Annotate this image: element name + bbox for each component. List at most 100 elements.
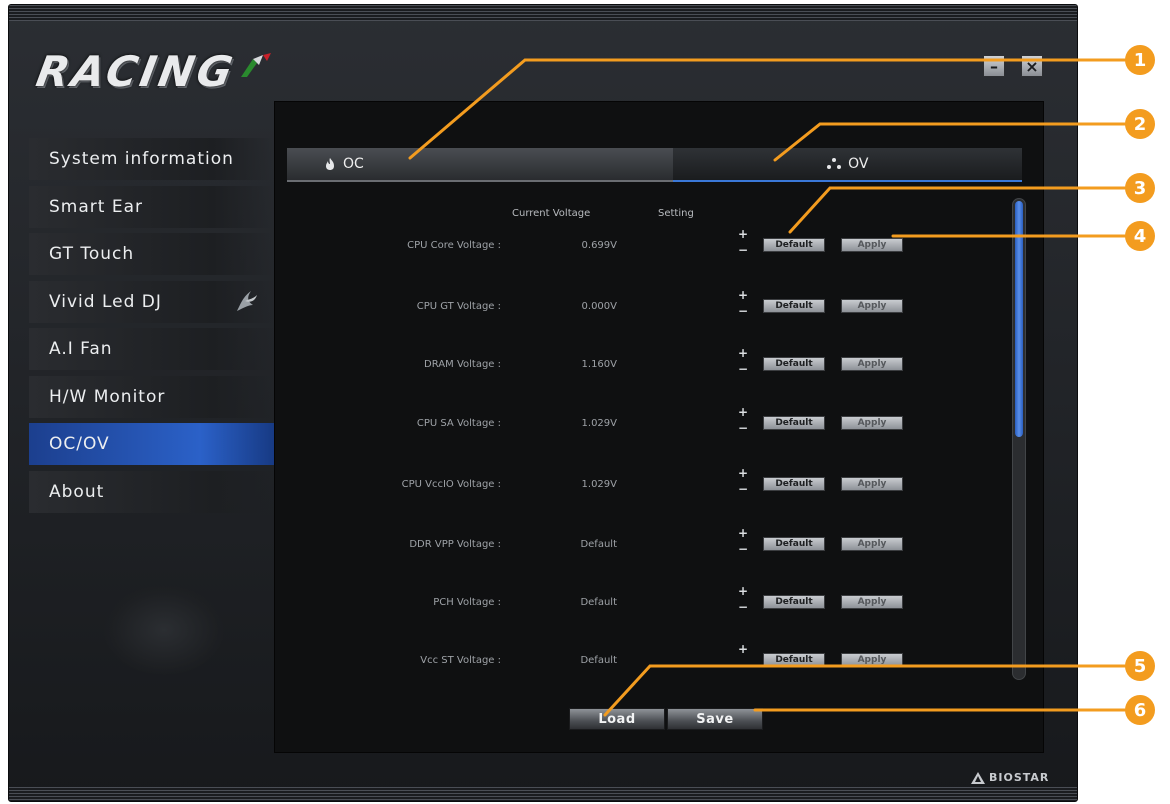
brand-footer-text: BIOSTAR xyxy=(989,771,1050,784)
increase-button[interactable]: + xyxy=(737,405,749,419)
default-button[interactable]: Default xyxy=(763,357,825,371)
sidebar-item-smart-ear[interactable]: Smart Ear xyxy=(29,185,274,228)
default-button[interactable]: Default xyxy=(763,238,825,252)
increase-button[interactable]: + xyxy=(737,584,749,598)
voltage-stepper: + − xyxy=(737,227,751,257)
voltage-label: CPU VccIO Voltage : xyxy=(401,479,501,490)
sidebar-item-label: Vivid Led DJ xyxy=(49,291,162,312)
scrollbar-track[interactable] xyxy=(1012,198,1026,680)
decrease-button[interactable]: − xyxy=(737,600,749,614)
current-voltage-value: 0.000V xyxy=(581,301,617,312)
increase-button[interactable]: + xyxy=(737,526,749,540)
increase-button[interactable]: + xyxy=(737,346,749,360)
callout-badge-1: 1 xyxy=(1125,45,1155,75)
callout-line-3 xyxy=(788,186,1127,234)
voltage-row: PCH Voltage : Default + − Default Apply xyxy=(275,585,1015,622)
decrease-button[interactable]: − xyxy=(737,421,749,435)
increase-button[interactable]: + xyxy=(737,227,749,241)
sidebar-item-gt-touch[interactable]: GT Touch xyxy=(29,233,274,275)
oc-ov-panel: OC OV Current Voltage Setting CPU Core V… xyxy=(274,101,1044,753)
current-voltage-value: 1.029V xyxy=(581,418,617,429)
callout-badge-3: 3 xyxy=(1125,173,1155,203)
voltage-stepper: + − xyxy=(737,288,751,318)
voltage-label: CPU GT Voltage : xyxy=(416,301,501,312)
sidebar-item-label: OC/OV xyxy=(49,434,110,454)
apply-button[interactable]: Apply xyxy=(841,537,903,551)
apply-button[interactable]: Apply xyxy=(841,416,903,430)
decrease-button[interactable]: − xyxy=(737,482,749,496)
increase-button[interactable]: + xyxy=(737,466,749,480)
voltage-stepper: + − xyxy=(737,346,751,376)
sidebar-item-label: Smart Ear xyxy=(49,196,143,217)
sidebar-item-label: GT Touch xyxy=(49,244,135,264)
increase-button[interactable]: + xyxy=(737,642,749,656)
scrollbar-thumb[interactable] xyxy=(1015,201,1023,437)
apply-button[interactable]: Apply xyxy=(841,299,903,313)
sidebar-item-system-information[interactable]: System information xyxy=(29,138,274,180)
apply-button[interactable]: Apply xyxy=(841,238,903,252)
voltage-label: DDR VPP Voltage : xyxy=(409,539,501,550)
tab-label: OV xyxy=(848,156,869,172)
default-button[interactable]: Default xyxy=(763,416,825,430)
decrease-button[interactable]: − xyxy=(737,243,749,257)
logo-mark-icon xyxy=(240,53,271,77)
bottom-stripes xyxy=(9,787,1077,801)
tab-bar: OC OV xyxy=(287,148,1022,182)
decrease-button[interactable]: − xyxy=(737,304,749,318)
biostar-logo-icon xyxy=(971,771,985,784)
voltage-label: PCH Voltage : xyxy=(433,597,501,608)
current-voltage-value: 0.699V xyxy=(581,240,617,251)
tab-ov[interactable]: OV xyxy=(672,148,1022,182)
default-button[interactable]: Default xyxy=(763,595,825,609)
flame-icon xyxy=(326,158,334,170)
apply-button[interactable]: Apply xyxy=(841,357,903,371)
increase-button[interactable]: + xyxy=(737,288,749,302)
default-button[interactable]: Default xyxy=(763,299,825,313)
decrease-button[interactable]: − xyxy=(737,362,749,376)
sidebar-item-label: About xyxy=(49,481,105,502)
voltage-label: DRAM Voltage : xyxy=(424,359,501,370)
voltage-row: CPU SA Voltage : 1.029V + − Default Appl… xyxy=(275,406,1015,443)
title-bar-stripes xyxy=(9,5,1077,21)
apply-button[interactable]: Apply xyxy=(841,653,903,667)
sidebar-item-hw-monitor[interactable]: H/W Monitor xyxy=(29,375,274,418)
default-button[interactable]: Default xyxy=(763,477,825,491)
biostar-brand: BIOSTAR xyxy=(971,771,1049,784)
voltage-row: CPU VccIO Voltage : 1.029V + − Default A… xyxy=(275,467,1015,504)
tab-label: OC xyxy=(343,156,364,172)
default-button[interactable]: Default xyxy=(763,537,825,551)
column-header-setting: Setting xyxy=(658,208,694,219)
tab-oc[interactable]: OC xyxy=(287,148,673,182)
sidebar-nav: System information Smart Ear GT Touch Vi… xyxy=(29,138,274,518)
dots-icon xyxy=(827,158,842,169)
column-header-current-voltage: Current Voltage xyxy=(512,208,591,219)
voltage-label: CPU Core Voltage : xyxy=(407,240,501,251)
minimize-icon: – xyxy=(990,56,998,76)
sidebar-item-label: A.I Fan xyxy=(49,339,113,359)
sidebar-item-vivid-led-dj[interactable]: Vivid Led DJ xyxy=(29,280,274,323)
voltage-stepper: + − xyxy=(737,405,751,435)
sidebar-item-label: System information xyxy=(49,149,234,169)
voltage-row: CPU Core Voltage : 0.699V + − Default Ap… xyxy=(275,228,1015,265)
sidebar-item-ai-fan[interactable]: A.I Fan xyxy=(29,328,274,370)
callout-badge-6: 6 xyxy=(1125,695,1155,725)
app-window: RACING – × System information Smart Ear … xyxy=(8,4,1078,802)
voltage-row: DRAM Voltage : 1.160V + − Default Apply xyxy=(275,347,1015,384)
racing-logo: RACING xyxy=(33,43,273,99)
apply-button[interactable]: Apply xyxy=(841,477,903,491)
current-voltage-value: Default xyxy=(580,655,617,666)
voltage-label: CPU SA Voltage : xyxy=(416,418,501,429)
callout-line-1 xyxy=(408,58,1127,160)
decrease-button[interactable]: − xyxy=(737,542,749,556)
apply-button[interactable]: Apply xyxy=(841,595,903,609)
voltage-row: CPU GT Voltage : 0.000V + − Default Appl… xyxy=(275,289,1015,326)
voltage-row: DDR VPP Voltage : Default + − Default Ap… xyxy=(275,527,1015,564)
callout-line-5 xyxy=(603,664,1127,717)
razer-claw-icon xyxy=(237,290,257,311)
sidebar-item-about[interactable]: About xyxy=(29,470,274,513)
sidebar-item-oc-ov[interactable]: OC/OV xyxy=(29,423,274,465)
callout-badge-2: 2 xyxy=(1125,109,1155,139)
save-button[interactable]: Save xyxy=(667,708,763,730)
load-button[interactable]: Load xyxy=(569,708,665,730)
